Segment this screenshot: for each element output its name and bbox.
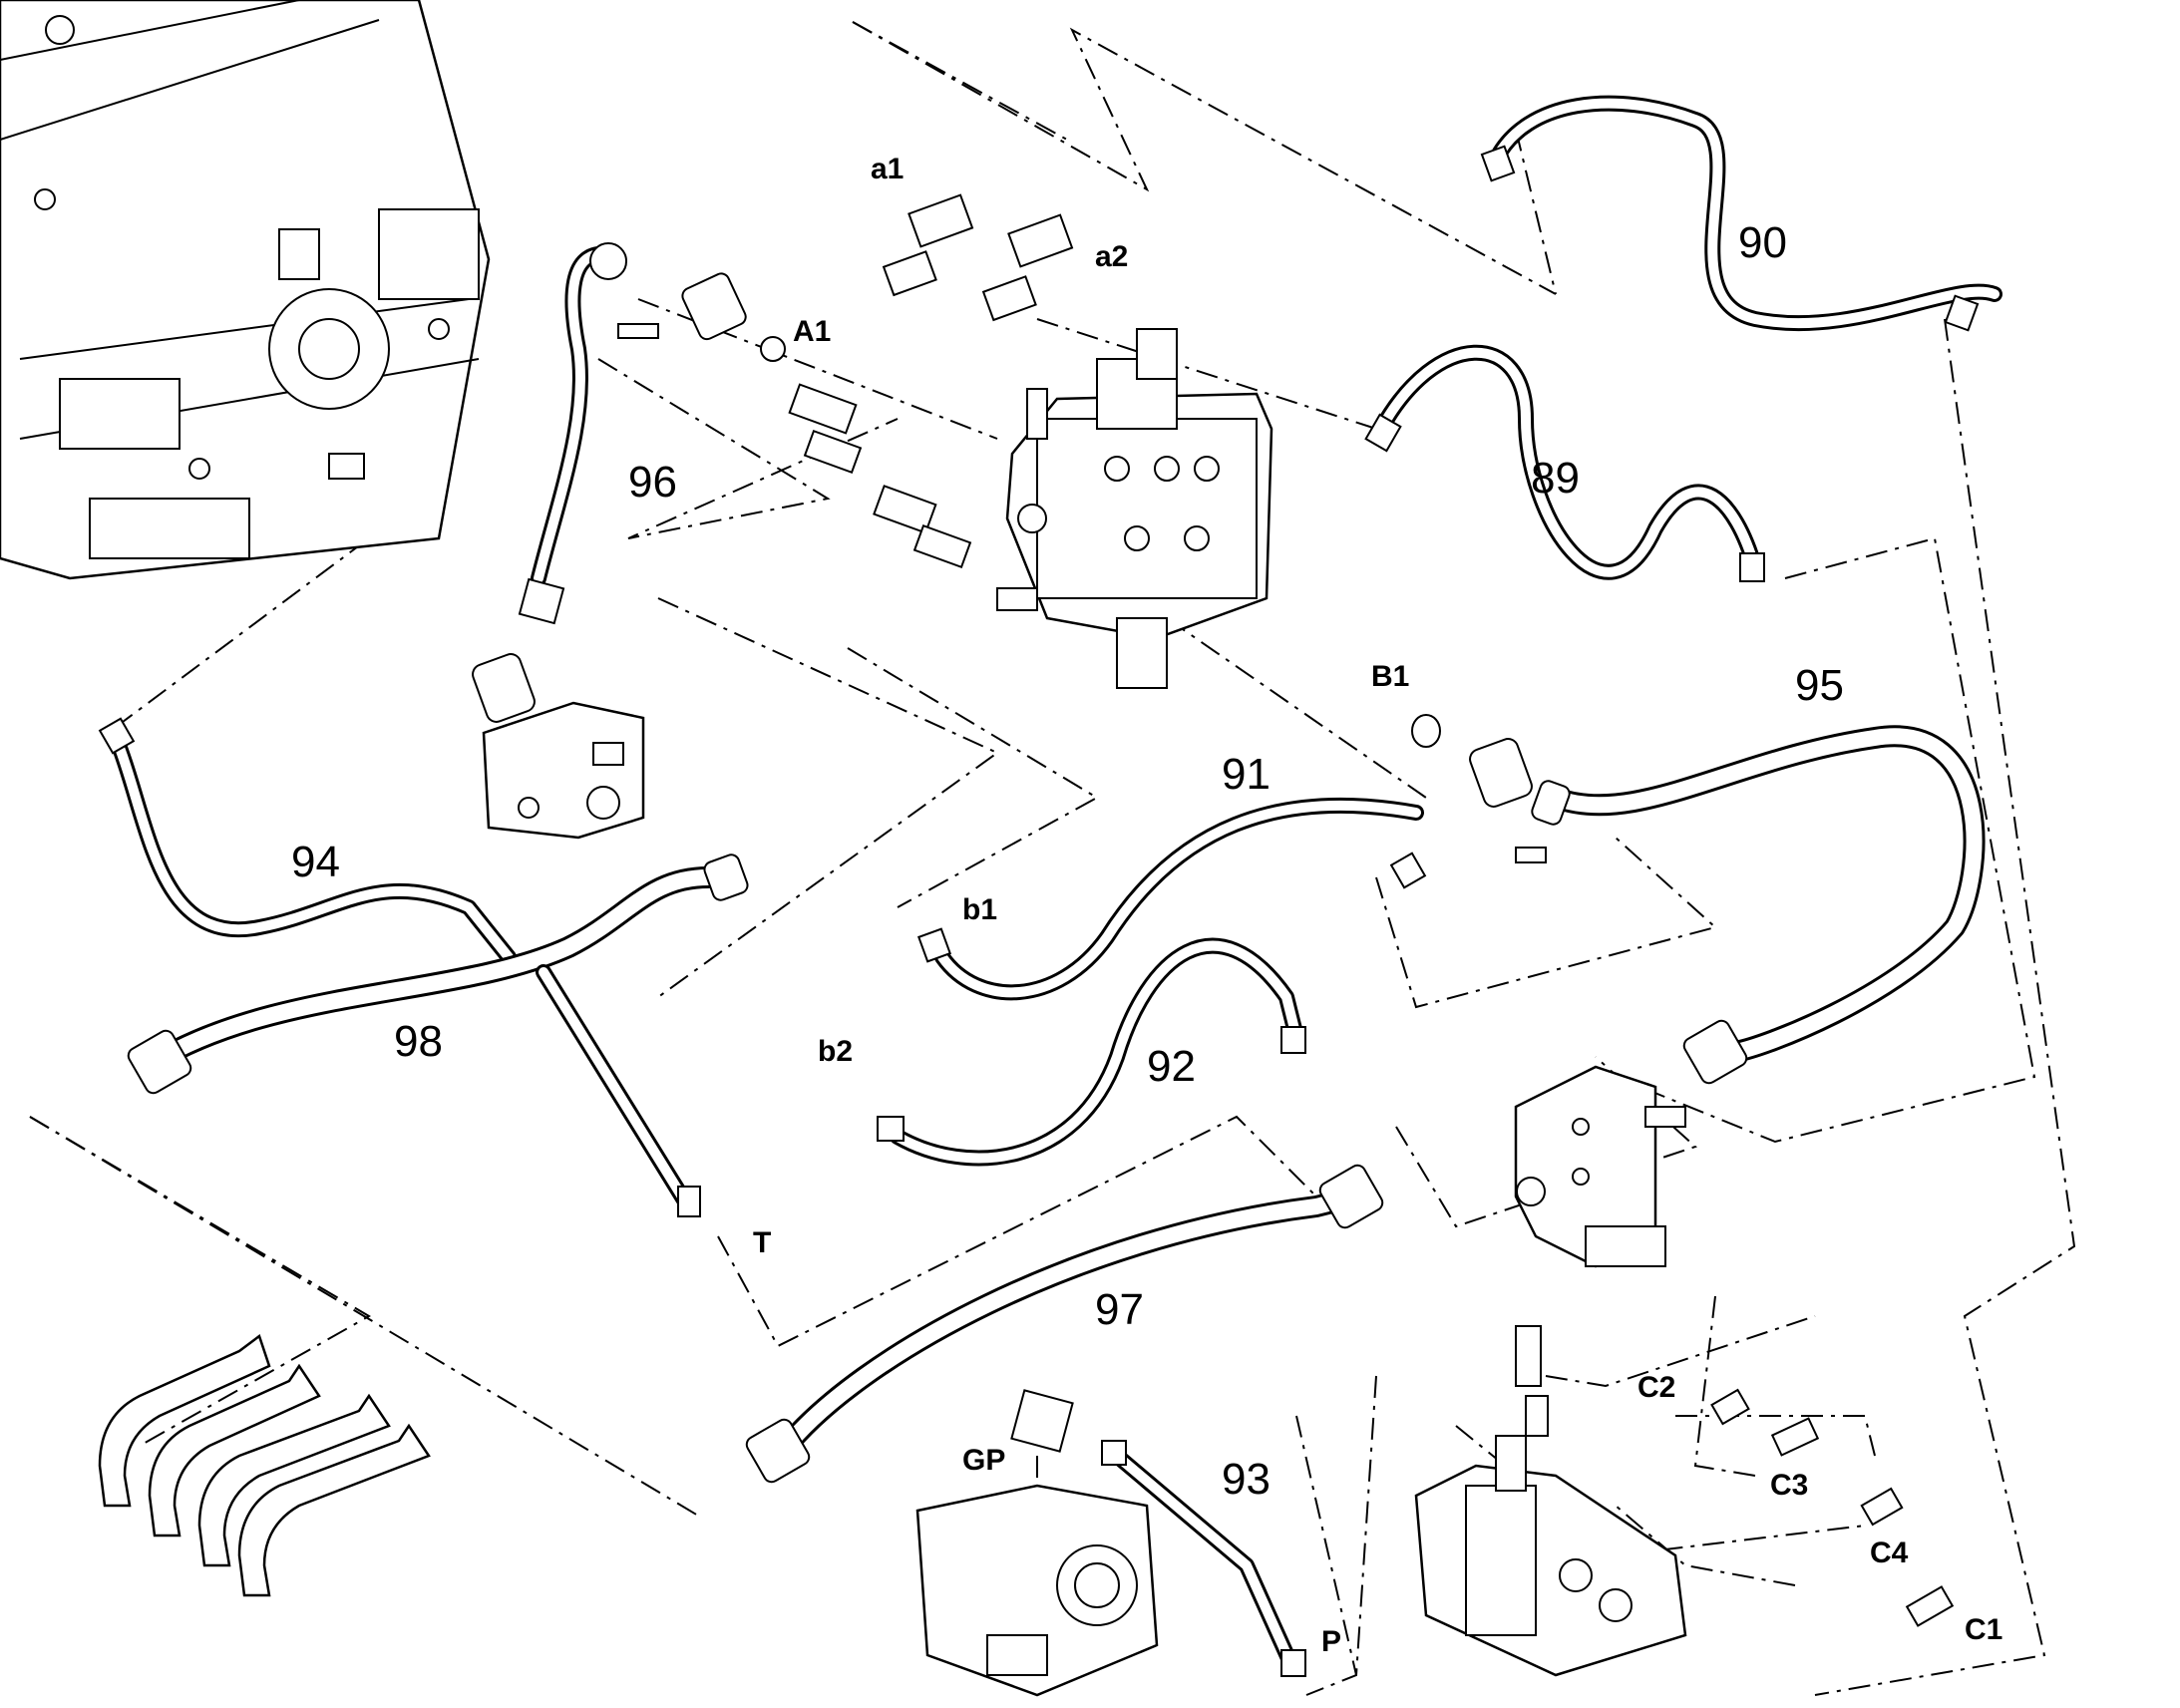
port-fittings bbox=[1710, 1388, 1955, 1627]
label-P: P bbox=[1321, 1625, 1342, 1658]
label-GP: GP bbox=[962, 1444, 1006, 1477]
hose-94 bbox=[112, 740, 517, 965]
hose-95 bbox=[1545, 725, 1986, 1063]
hose-number-91: 91 bbox=[1222, 750, 1271, 799]
hose-97 bbox=[772, 1186, 1367, 1462]
pump-block bbox=[915, 1389, 1159, 1697]
hose-number-94: 94 bbox=[291, 838, 340, 886]
hose-number-96: 96 bbox=[628, 458, 677, 507]
hose-number-93: 93 bbox=[1222, 1455, 1271, 1504]
hose-90 bbox=[1488, 95, 2002, 331]
tube-t bbox=[536, 964, 696, 1214]
pipe-assembly-bottom-left bbox=[98, 1333, 431, 1597]
manifold-bottom-right bbox=[1414, 1325, 1687, 1677]
label-a2: a2 bbox=[1095, 240, 1129, 273]
label-T: T bbox=[753, 1226, 772, 1259]
hose-98 bbox=[144, 866, 719, 1073]
hose-number-92: 92 bbox=[1147, 1042, 1196, 1091]
hose-91 bbox=[934, 797, 1424, 1001]
label-C3: C3 bbox=[1770, 1469, 1809, 1502]
label-a1: a1 bbox=[871, 153, 905, 185]
hose-93 bbox=[1109, 1448, 1299, 1673]
hose-number-90: 90 bbox=[1738, 218, 1787, 267]
label-b1: b1 bbox=[962, 893, 998, 926]
label-C4: C4 bbox=[1870, 1537, 1909, 1569]
label-b2: b2 bbox=[818, 1035, 854, 1068]
b1-flange bbox=[1411, 714, 1547, 863]
machine-frame bbox=[0, 0, 491, 580]
hose-89 bbox=[1373, 344, 1763, 580]
label-C2: C2 bbox=[1637, 1371, 1676, 1404]
manifold-right bbox=[1514, 1065, 1686, 1268]
hose-number-98: 98 bbox=[394, 1017, 443, 1066]
leader-lines bbox=[29, 21, 2076, 1696]
label-A1: A1 bbox=[793, 315, 832, 348]
label-C1: C1 bbox=[1965, 1613, 2003, 1646]
label-B1: B1 bbox=[1371, 660, 1410, 693]
small-valve-block bbox=[472, 653, 645, 840]
upper-fittings bbox=[617, 193, 1074, 569]
hose-number-89: 89 bbox=[1531, 454, 1580, 503]
hose-96 bbox=[531, 245, 616, 586]
hose-number-95: 95 bbox=[1795, 661, 1844, 710]
hose-92 bbox=[890, 937, 1304, 1167]
hose-number-97: 97 bbox=[1095, 1285, 1144, 1334]
hose-end-fittings bbox=[98, 145, 1980, 1677]
control-valve-block bbox=[996, 328, 1273, 689]
